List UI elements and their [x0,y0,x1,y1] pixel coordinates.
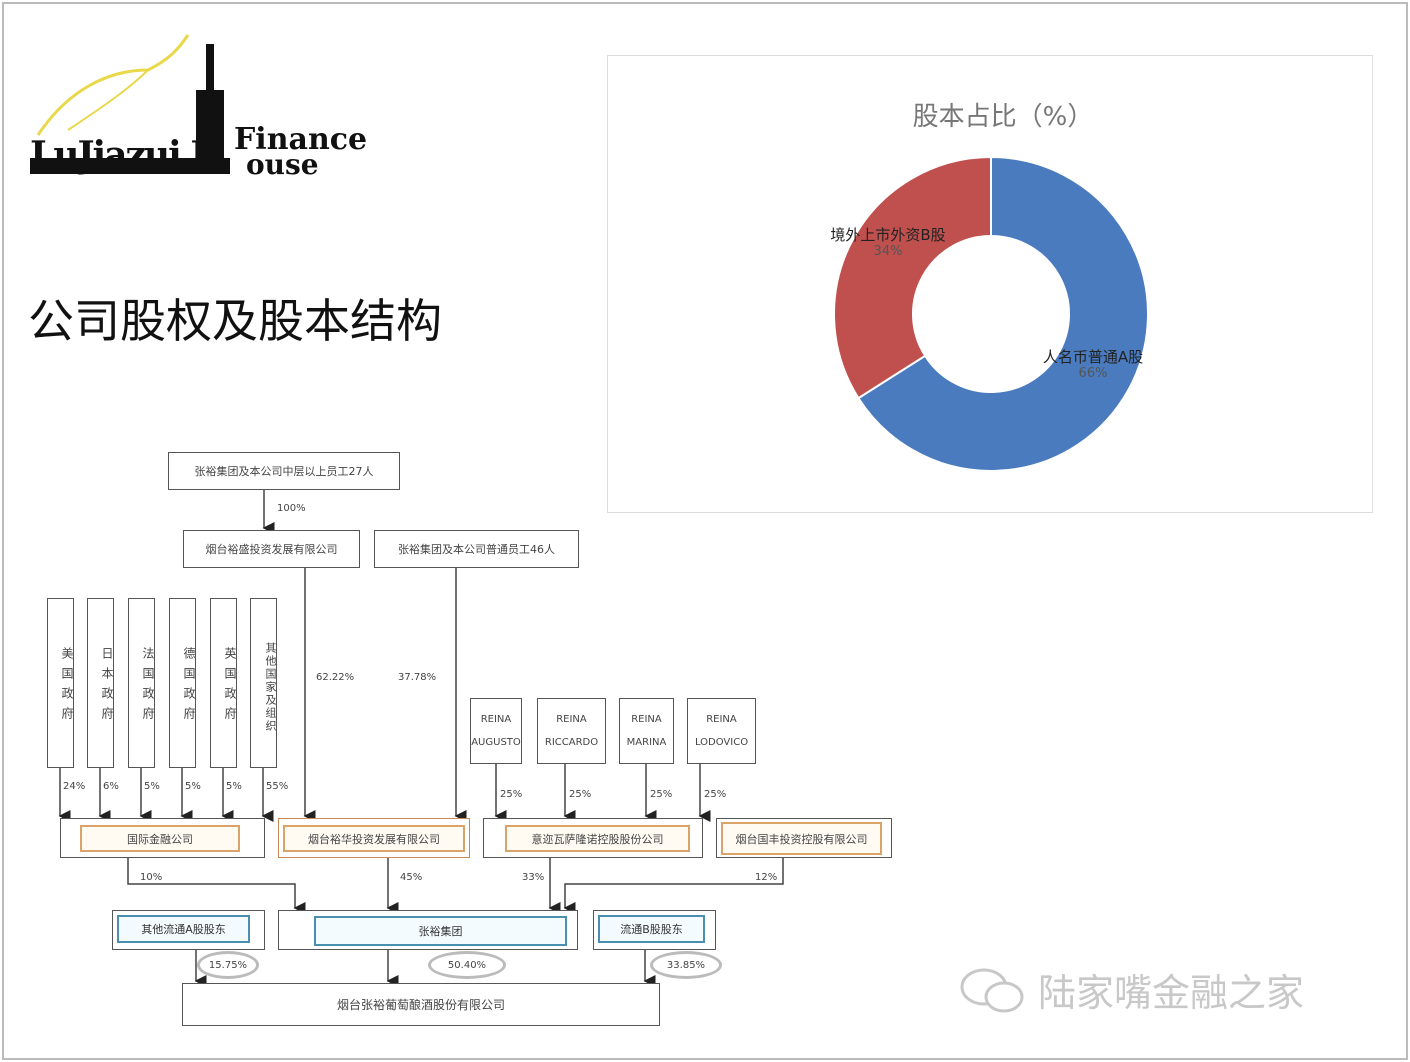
logo-skyline-icon [30,34,230,174]
org-pct-reina-1: 25% [500,789,523,800]
org-node-otherA: 其他流通A股股东 [117,915,250,943]
slide-title: 公司股权及股本结构 [28,294,442,348]
logo-word-ouse: ouse [246,148,319,181]
org-node-top-staff: 张裕集团及本公司中层以上员工27人 [168,452,400,490]
org-pct-reina-3: 25% [650,789,673,800]
reina-l2: RICCARDO [544,737,599,748]
slice-label-b: 境外上市外资B股 34% [818,226,958,260]
logo-word-finance: Finance [234,122,368,157]
org-pct-12: 12% [755,872,778,883]
org-node-floatB: 流通B股股东 [598,915,705,943]
slice-label-a-value: 66% [1078,366,1108,381]
org-pct-reina-4: 25% [704,789,727,800]
org-pct-gov-japan: 6% [103,781,119,792]
org-node-yusheng: 烟台裕盛投资发展有限公司 [183,530,360,568]
reina-l1: REINA [631,714,662,725]
slice-label-b-value: 34% [873,244,903,259]
org-gov-japan: 日本政府 [87,598,114,768]
org-reina-marina: REINA MARINA [619,698,674,764]
org-reina-augusto: REINA AUGUSTO [470,698,522,764]
reina-l2: AUGUSTO [471,737,521,748]
wechat-icon [960,968,1024,1012]
org-pct-gov-others: 55% [266,781,289,792]
org-pct-10: 10% [140,872,163,883]
org-node-saronno: 意迩瓦萨隆诺控股股份公司 [505,825,690,852]
reina-l2: MARINA [626,737,667,748]
org-pct-floatB: 33.85% [650,951,722,979]
donut-slice-0 [857,155,1149,472]
org-pct-group: 50.40% [428,951,506,979]
org-reina-riccardo: REINA RICCARDO [537,698,606,764]
org-pct-gov-france: 5% [144,781,160,792]
watermark-text: 陆家嘴金融之家 [1038,971,1305,1015]
org-gov-us: 美国政府 [47,598,74,768]
reina-l1: REINA [556,714,587,725]
org-pct-100: 100% [277,503,306,514]
org-pct-gov-germany: 5% [185,781,201,792]
org-node-ifc: 国际金融公司 [80,825,240,852]
org-pct-reina-2: 25% [569,789,592,800]
org-reina-lodovico: REINA LODOVICO [687,698,756,764]
slice-label-a: 人名币普通A股 66% [1028,348,1158,382]
donut-chart [833,155,1149,472]
org-gov-germany: 德国政府 [169,598,196,768]
org-pct-6222: 62.22% [316,672,355,683]
slice-label-b-name: 境外上市外资B股 [830,226,946,244]
org-pct-otherA: 15.75% [197,951,259,979]
org-pct-3778: 37.78% [398,672,437,683]
reina-l1: REINA [706,714,737,725]
logo: LuJiazui H Finance ouse [28,30,367,181]
reina-l2: LODOVICO [694,737,749,748]
org-gov-others: 其他国家及组织 [250,598,277,768]
chart-panel: 股本占比（%） 境外上市外资B股 34% 人名币普通A股 66% [607,55,1373,513]
org-gov-uk: 英国政府 [210,598,237,768]
org-node-yuhua: 烟台裕华投资发展有限公司 [283,825,465,852]
org-gov-france: 法国政府 [128,598,155,768]
org-node-staff46: 张裕集团及本公司普通员工46人 [374,530,579,568]
org-pct-gov-us: 24% [63,781,86,792]
org-node-guofeng: 烟台国丰投资控股有限公司 [721,822,882,855]
org-node-changyu: 烟台张裕葡萄酿酒股份有限公司 [182,983,660,1026]
org-pct-45: 45% [400,872,423,883]
org-pct-33: 33% [522,872,545,883]
org-node-group: 张裕集团 [314,916,567,946]
reina-l1: REINA [480,714,512,725]
chart-title: 股本占比（%） [912,102,1094,132]
donut-slice-1 [833,155,992,400]
slice-label-a-name: 人名币普通A股 [1042,348,1144,366]
org-pct-gov-uk: 5% [226,781,242,792]
watermark: 陆家嘴金融之家 [958,962,1304,1017]
logo-prefix: LuJiazui H [30,134,224,176]
